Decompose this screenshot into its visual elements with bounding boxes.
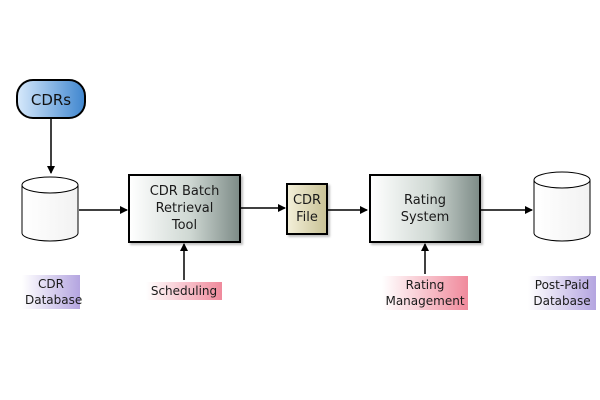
cdr-database-label: CDR Database	[22, 275, 82, 309]
cdr-database-cylinder	[21, 176, 79, 242]
cdr-file-box: CDR File	[286, 183, 328, 235]
scheduling-label: Scheduling	[146, 282, 222, 300]
batch-retrieval-tool-label: CDR Batch Retrieval Tool	[149, 184, 220, 233]
cdrs-label: CDRs	[31, 91, 71, 109]
rating-management-label: Rating Management	[382, 276, 468, 310]
rating-system-box: Rating System	[369, 174, 481, 243]
cdrs-source-node: CDRs	[16, 79, 86, 119]
cdr-file-label: CDR File	[292, 193, 322, 225]
postpaid-database-label: Post-Paid Database	[528, 276, 596, 310]
batch-retrieval-tool-box: CDR Batch Retrieval Tool	[128, 174, 241, 243]
postpaid-database-cylinder	[533, 171, 591, 242]
rating-system-label: Rating System	[400, 192, 450, 225]
